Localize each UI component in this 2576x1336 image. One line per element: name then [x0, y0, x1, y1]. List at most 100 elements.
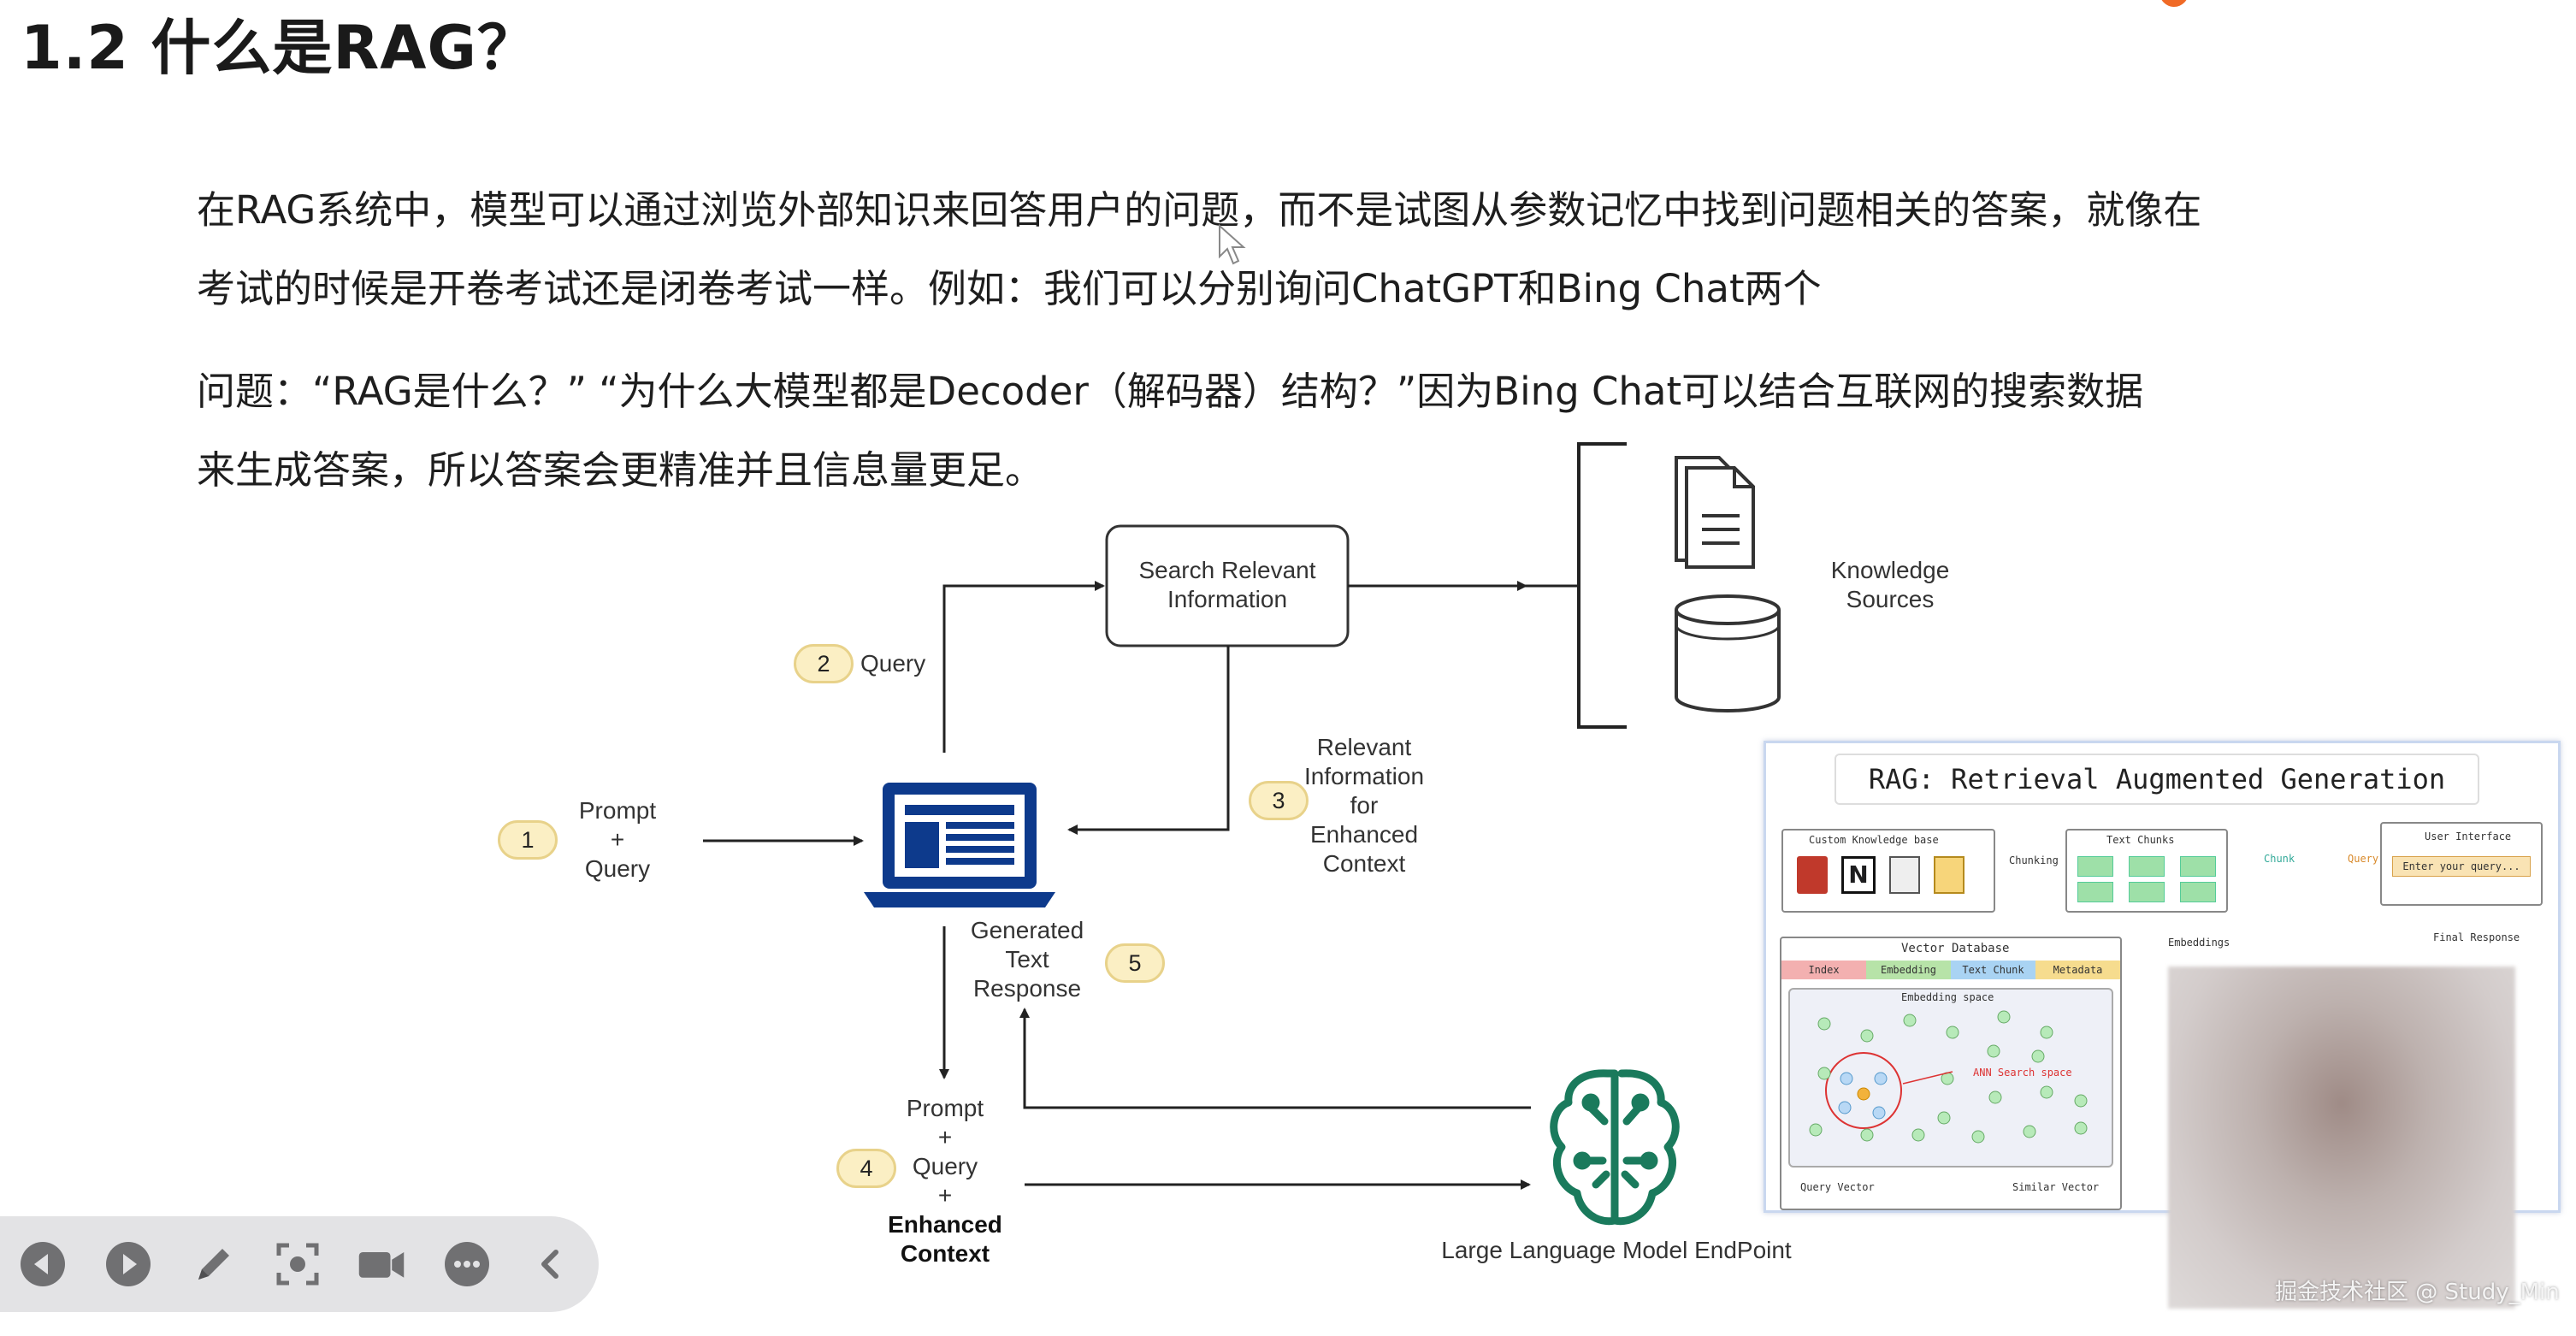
query-label: Query [860, 650, 926, 677]
knowledge-sources-label: Knowledge Sources [1822, 556, 1959, 614]
collapse-toolbar-button[interactable] [525, 1240, 573, 1288]
presentation-toolbar [0, 1216, 599, 1312]
prompt-line: + [610, 826, 625, 853]
paragraph-line: 来生成答案，所以答案会更精准并且信息量更足。 [197, 447, 1044, 493]
example-paragraph: 问题：“RAG是什么？” “为什么大模型都是Decoder（解码器）结构？”因为… [197, 352, 2455, 510]
screenshot-icon [276, 1243, 319, 1286]
vector-db-box: Vector Database Index Embedding Text Chu… [1780, 937, 2122, 1210]
llm-endpoint-label: Large Language Model EndPoint [1441, 1237, 1792, 1263]
relevant-line: for [1350, 792, 1379, 819]
database-icon [1675, 594, 1781, 712]
intro-paragraph: 在RAG系统中，模型可以通过浏览外部知识来回答用户的问题，而不是试图从参数记忆中… [197, 171, 2455, 328]
ann-search-label: ANN Search space [1973, 1067, 2072, 1079]
search-box-line: Information [1167, 586, 1288, 612]
knowledge-line: Sources [1846, 586, 1935, 612]
text-chunks-box: Text Chunks [2065, 829, 2228, 913]
play-icon [106, 1242, 151, 1286]
pen-icon [198, 1249, 229, 1280]
chunk-cell [2180, 882, 2216, 902]
relevant-line: Relevant [1316, 734, 1412, 760]
relevant-line: Information [1303, 763, 1425, 789]
inset-title: RAG: Retrieval Augmented Generation [1835, 754, 2479, 805]
play-button[interactable] [104, 1240, 152, 1288]
paragraph-line: 问题：“RAG是什么？” “为什么大模型都是Decoder（解码器）结构？”因为… [197, 369, 2144, 414]
page-title: 1.2 什么是RAG？ [21, 13, 538, 83]
code-file-icon [1934, 856, 1964, 894]
notion-icon: N [1841, 856, 1876, 894]
enhanced-line: + [937, 1182, 953, 1209]
similar-vector-legend: Similar Vector [2012, 1181, 2100, 1193]
paragraph-line: 在RAG系统中，模型可以通过浏览外部知识来回答用户的问题，而不是试图从参数记忆中… [197, 187, 2202, 233]
chunk-label: Chunk [2264, 853, 2295, 865]
embedding-space-label: Embedding space [1901, 991, 1994, 1003]
step-badge-4: 4 [836, 1149, 896, 1188]
query-vector-legend: Query Vector [1800, 1181, 1875, 1193]
embeddings-label: Embeddings [2168, 937, 2230, 949]
enhanced-line: Context [900, 1240, 990, 1267]
enter-query-input: Enter your query... [2392, 856, 2531, 877]
search-box-label: Search Relevant Information [1107, 556, 1348, 614]
prompt-line: Prompt [578, 797, 657, 824]
step-badge-3: 3 [1249, 781, 1309, 820]
pdf-icon [1797, 856, 1828, 894]
webcam-overlay [2168, 967, 2515, 1309]
text-chunks-label: Text Chunks [2106, 834, 2175, 846]
column-metadata: Metadata [2035, 961, 2120, 979]
chunk-cell [2077, 882, 2113, 902]
prompt-query-label: Prompt + Query [564, 796, 671, 884]
chevron-left-icon [541, 1250, 558, 1279]
chunk-cell [2129, 856, 2165, 877]
prev-icon [21, 1242, 65, 1286]
relevant-info-label: Relevant Information for Enhanced Contex… [1300, 733, 1428, 878]
search-box-line: Search Relevant [1138, 557, 1316, 583]
chunk-cell [2129, 882, 2165, 902]
generated-line: Response [972, 975, 1082, 1002]
step-badge-1: 1 [498, 820, 558, 860]
watermark: 掘金技术社区 @ Study_Min [2275, 1280, 2560, 1305]
screenshot-button[interactable] [274, 1240, 322, 1288]
laptop-icon [864, 783, 1055, 907]
relevant-line: Enhanced [1309, 821, 1419, 848]
generated-line: Generated [970, 917, 1084, 943]
enhanced-prompt-label: Prompt + Query + Enhanced Context [881, 1094, 1009, 1268]
generated-response-label: Generated Text Response [963, 916, 1091, 1003]
embedding-points [1809, 1010, 2088, 1144]
user-interface-label: User Interface [2425, 831, 2512, 842]
step-badge-5: 5 [1105, 943, 1165, 983]
camera-button[interactable] [357, 1240, 405, 1288]
custom-kb-box: Custom Knowledge base N [1781, 829, 1995, 913]
mouse-cursor-icon [1219, 224, 1246, 265]
column-text-chunk: Text Chunk [1951, 961, 2035, 979]
video-camera-icon [358, 1252, 405, 1278]
chunking-label: Chunking [2009, 854, 2059, 866]
pen-button[interactable] [190, 1240, 238, 1288]
enhanced-line: + [937, 1124, 953, 1150]
more-options-button[interactable] [443, 1240, 491, 1288]
diagram-lines [703, 442, 1781, 1226]
enhanced-line: Enhanced [888, 1211, 1002, 1238]
column-embedding: Embedding [1866, 961, 1951, 979]
vector-db-label: Vector Database [1901, 942, 2010, 955]
user-interface-box: User Interface Enter your query... [2380, 822, 2543, 906]
embedding-space: Embedding space [1788, 988, 2113, 1168]
query-flow-label: Query [2348, 853, 2379, 865]
knowledge-line: Knowledge [1830, 557, 1950, 583]
paragraph-line: 考试的时候是开卷考试还是闭卷考试一样。例如：我们可以分别询问ChatGPT和Bi… [197, 266, 1822, 311]
more-icon [445, 1242, 489, 1286]
generated-line: Text [1005, 946, 1049, 972]
document-icon [1675, 456, 1755, 569]
llm-brain-icon [1550, 1069, 1680, 1226]
documents-icon [1889, 856, 1920, 894]
custom-kb-label: Custom Knowledge base [1809, 834, 1939, 846]
step-badge-2: 2 [794, 644, 854, 683]
record-indicator [2159, 0, 2189, 7]
column-index: Index [1781, 961, 1866, 979]
rag-flow-diagram: Search Relevant Information Knowledge So… [479, 432, 2378, 1300]
relevant-line: Context [1322, 850, 1406, 877]
enhanced-line: Prompt [906, 1095, 984, 1121]
prev-slide-button[interactable] [19, 1240, 67, 1288]
chunk-cell [2180, 856, 2216, 877]
vector-db-columns: Index Embedding Text Chunk Metadata [1781, 961, 2120, 979]
enhanced-line: Query [912, 1153, 978, 1179]
chunk-cell [2077, 856, 2113, 877]
